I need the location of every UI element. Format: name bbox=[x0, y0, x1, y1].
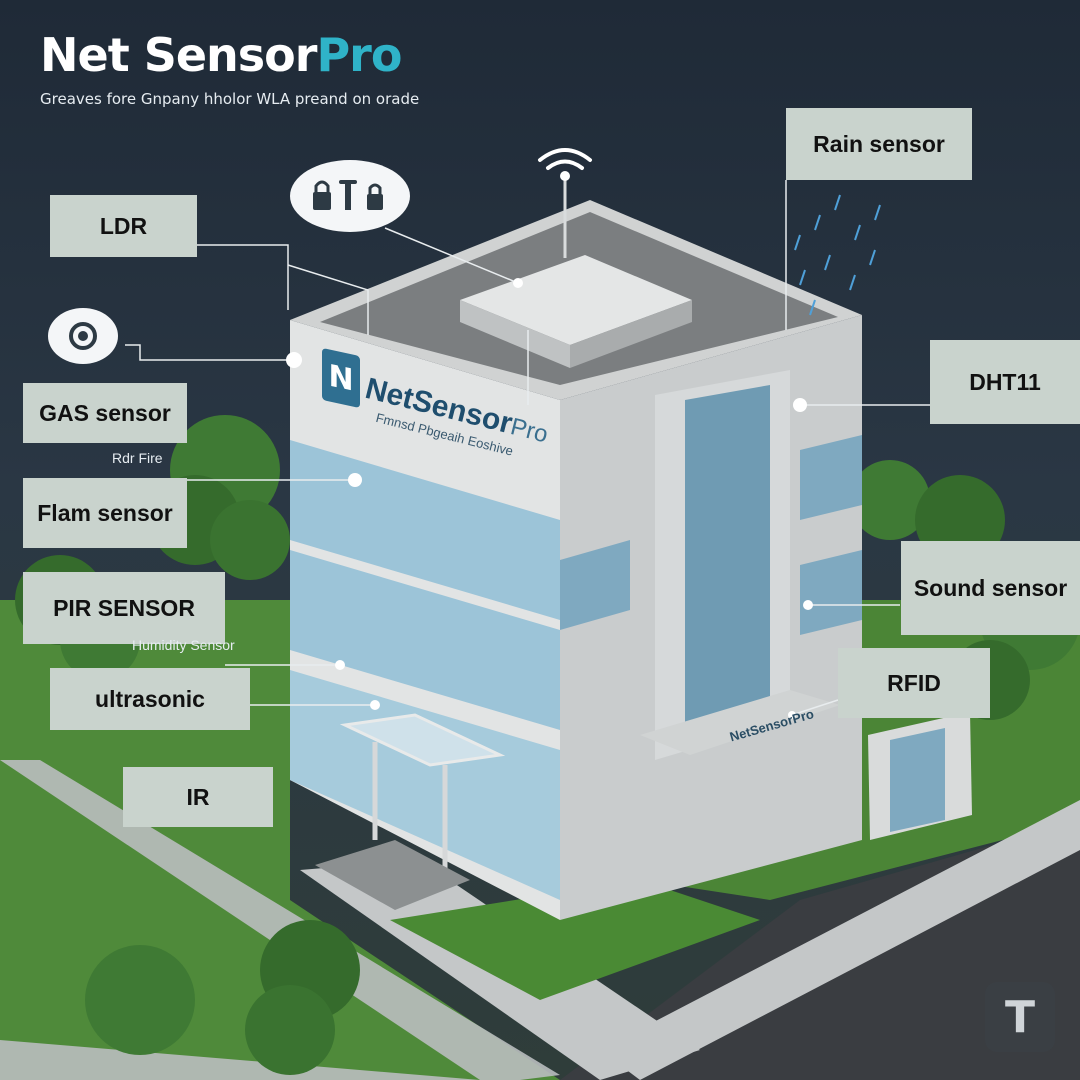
alarm-bubble bbox=[48, 308, 118, 364]
glass-side-1 bbox=[560, 540, 630, 630]
padlock-icon bbox=[313, 180, 383, 210]
brand-title: Net SensorPro bbox=[40, 28, 402, 82]
label-sound-sensor: Sound sensor bbox=[901, 541, 1080, 635]
alarm-icon bbox=[69, 322, 97, 350]
label-gas-sensor: GAS sensor bbox=[23, 383, 187, 443]
rfid-door bbox=[890, 728, 945, 832]
side-canopy bbox=[640, 690, 840, 755]
glass-band-2 bbox=[290, 550, 560, 730]
sidewalk bbox=[0, 760, 560, 1080]
roof-unit-front bbox=[460, 300, 570, 368]
label-ldr: LDR bbox=[50, 195, 197, 257]
roof-unit-top bbox=[460, 255, 692, 345]
security-icons-bubble bbox=[290, 160, 410, 232]
label-rfid: RFID bbox=[838, 648, 990, 718]
glass-side-3 bbox=[800, 550, 862, 635]
anchor-dots bbox=[286, 278, 813, 719]
glass-side-2 bbox=[800, 435, 862, 520]
label-rain-sensor: Rain sensor bbox=[786, 108, 972, 180]
roof-unit-side bbox=[570, 300, 692, 368]
label-flam-sensor: Flam sensor bbox=[23, 478, 187, 548]
label-ir: IR bbox=[123, 767, 273, 827]
brand-tagline: Greaves fore Gnpany hholor WLA preand on… bbox=[40, 90, 420, 108]
faint-humidity-text: Humidity Sensor bbox=[132, 637, 235, 653]
entrance-steps bbox=[315, 840, 470, 910]
central-glass bbox=[685, 385, 770, 735]
faint-fire-text: Rdr Fire bbox=[112, 450, 163, 466]
leader-lines bbox=[125, 180, 930, 716]
entrance-canopy bbox=[339, 713, 506, 767]
label-pir-sensor: PIR SENSOR bbox=[23, 572, 225, 644]
logo-mark-icon: N bbox=[322, 347, 360, 409]
label-dht11: DHT11 bbox=[930, 340, 1080, 424]
front-garden bbox=[390, 880, 760, 1000]
rain-drops-icon bbox=[794, 194, 881, 316]
wifi-icon bbox=[538, 148, 592, 181]
sidewalk-right bbox=[600, 800, 1080, 1080]
brand-title-pro: Pro bbox=[316, 28, 402, 82]
brand-title-main: Net Sensor bbox=[40, 28, 317, 82]
watermark-badge: T bbox=[985, 982, 1055, 1052]
label-ultrasonic: ultrasonic bbox=[50, 668, 250, 730]
